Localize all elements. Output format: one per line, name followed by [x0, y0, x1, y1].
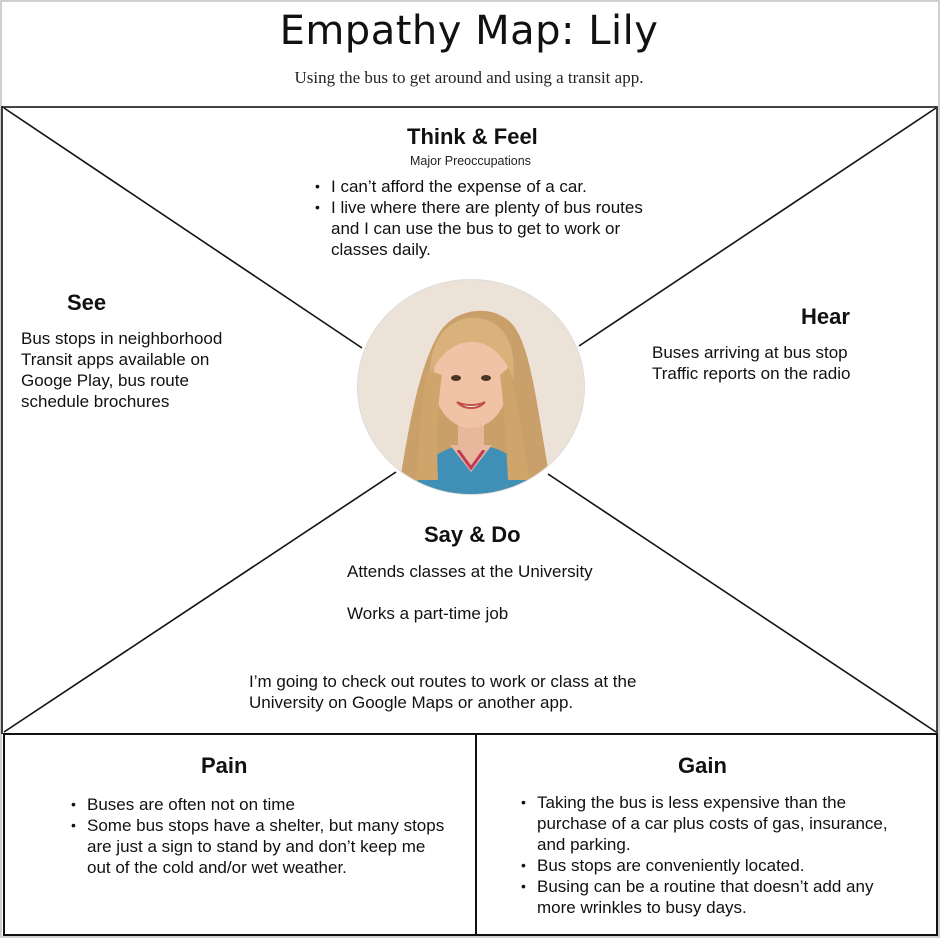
list-item: Some bus stops have a shelter, but many …	[69, 815, 449, 878]
pain-list: Buses are often not on time Some bus sto…	[69, 794, 449, 878]
think-feel-caption: Major Preoccupations	[410, 154, 531, 168]
see-heading: See	[67, 290, 107, 315]
pain-heading: Pain	[201, 753, 248, 778]
hear-line: Buses arriving at bus stop	[652, 343, 848, 362]
say-do-line-2: Works a part-time job	[347, 604, 509, 623]
diagonal-bottom-right	[547, 473, 937, 733]
quote-line: I’m going to check out routes to work or…	[249, 672, 637, 691]
diagonal-bottom-left	[3, 471, 397, 733]
persona-photo	[358, 280, 584, 494]
diagonal-top-right	[578, 107, 937, 347]
gain-list: Taking the bus is less expensive than th…	[519, 792, 904, 918]
see-text: Bus stops in neighborhood Transit apps a…	[21, 328, 261, 412]
list-item: Buses are often not on time	[69, 794, 449, 815]
gain-heading: Gain	[678, 753, 727, 778]
hear-text: Buses arriving at bus stop Traffic repor…	[652, 342, 912, 384]
quote-line: University on Google Maps or another app…	[249, 693, 574, 712]
portrait-image	[358, 280, 584, 494]
say-do-line-1: Attends classes at the University	[347, 562, 593, 581]
hear-heading: Hear	[801, 304, 850, 329]
list-item: Bus stops are conveniently located.	[519, 855, 904, 876]
see-line: Googe Play, bus route	[21, 371, 189, 390]
list-item: Busing can be a routine that doesn’t add…	[519, 876, 904, 918]
header: Empathy Map: Lily Using the bus to get a…	[2, 2, 936, 108]
see-line: Transit apps available on	[21, 350, 210, 369]
think-feel-list: I can’t afford the expense of a car. I l…	[313, 176, 658, 260]
page-subtitle: Using the bus to get around and using a …	[294, 68, 644, 87]
diagonal-top-left	[3, 107, 363, 349]
list-item: I can’t afford the expense of a car.	[313, 176, 658, 197]
page-title: Empathy Map: Lily	[279, 8, 659, 54]
say-do-heading: Say & Do	[424, 522, 521, 547]
list-item: Taking the bus is less expensive than th…	[519, 792, 904, 855]
list-item: I live where there are plenty of bus rou…	[313, 197, 658, 260]
see-line: schedule brochures	[21, 392, 170, 411]
see-line: Bus stops in neighborhood	[21, 329, 223, 348]
think-feel-heading: Think & Feel	[407, 124, 538, 149]
hear-line: Traffic reports on the radio	[652, 364, 851, 383]
say-do-quote: I’m going to check out routes to work or…	[249, 671, 689, 713]
